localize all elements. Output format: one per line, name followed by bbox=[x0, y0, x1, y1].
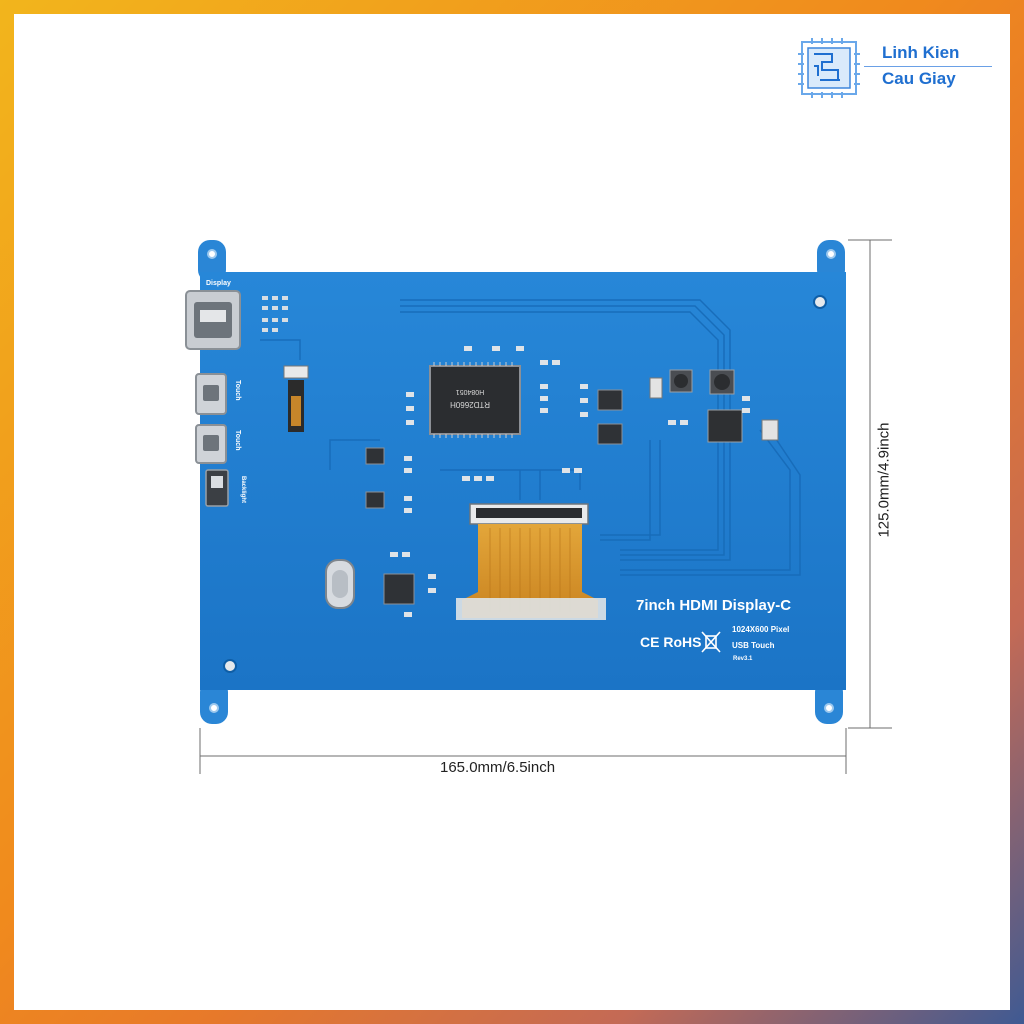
pcb-traces bbox=[260, 299, 801, 576]
chip-marking-2: H084051 bbox=[456, 388, 485, 395]
board-revision: Rev3.1 bbox=[733, 656, 753, 662]
hdmi-port bbox=[185, 290, 241, 350]
label-touch-2: Touch bbox=[234, 430, 241, 450]
spec-resolution: 1024X600 Pixel bbox=[732, 625, 789, 634]
chip-logo-icon bbox=[798, 38, 860, 98]
crystal-oscillator bbox=[325, 559, 355, 609]
chip-marking-1: RTD2660H bbox=[450, 400, 490, 409]
scaler-chip: RTD2660H H084051 bbox=[429, 362, 521, 438]
weee-bin-icon bbox=[701, 631, 721, 653]
width-dimension-label: 165.0mm/6.5inch bbox=[440, 759, 556, 776]
spec-touch: USB Touch bbox=[732, 641, 775, 650]
brand-name-line2: Cau Giay bbox=[882, 69, 956, 88]
ic-components bbox=[365, 389, 623, 605]
dimension-lines bbox=[199, 239, 892, 774]
smd-components-left bbox=[262, 296, 288, 332]
backlight-switch bbox=[205, 469, 229, 507]
brand-logo: Linh Kien Cau Giay bbox=[798, 38, 994, 98]
board-title: 7inch HDMI Display-C bbox=[636, 597, 791, 614]
lcd-fpc-connector bbox=[469, 503, 589, 525]
brand-divider bbox=[864, 66, 992, 67]
lcd-ribbon-cable bbox=[456, 524, 606, 620]
board-mounting-holes bbox=[223, 295, 827, 673]
pcb-board bbox=[200, 272, 846, 690]
label-backlight: Backlight bbox=[240, 476, 246, 503]
brand-name-line1: Linh Kien bbox=[882, 43, 960, 62]
touch-fpc-connector bbox=[283, 365, 309, 432]
power-components bbox=[649, 369, 779, 443]
usb-touch-port-1 bbox=[195, 373, 227, 415]
label-touch-1: Touch bbox=[234, 380, 241, 400]
cert-marks: CE RoHS bbox=[640, 634, 701, 650]
mounting-tabs bbox=[198, 240, 845, 724]
height-dimension-label: 125.0mm/4.9inch bbox=[875, 422, 893, 538]
smd-passives bbox=[390, 346, 750, 617]
label-display: Display bbox=[206, 280, 231, 287]
usb-touch-port-2 bbox=[195, 424, 227, 464]
